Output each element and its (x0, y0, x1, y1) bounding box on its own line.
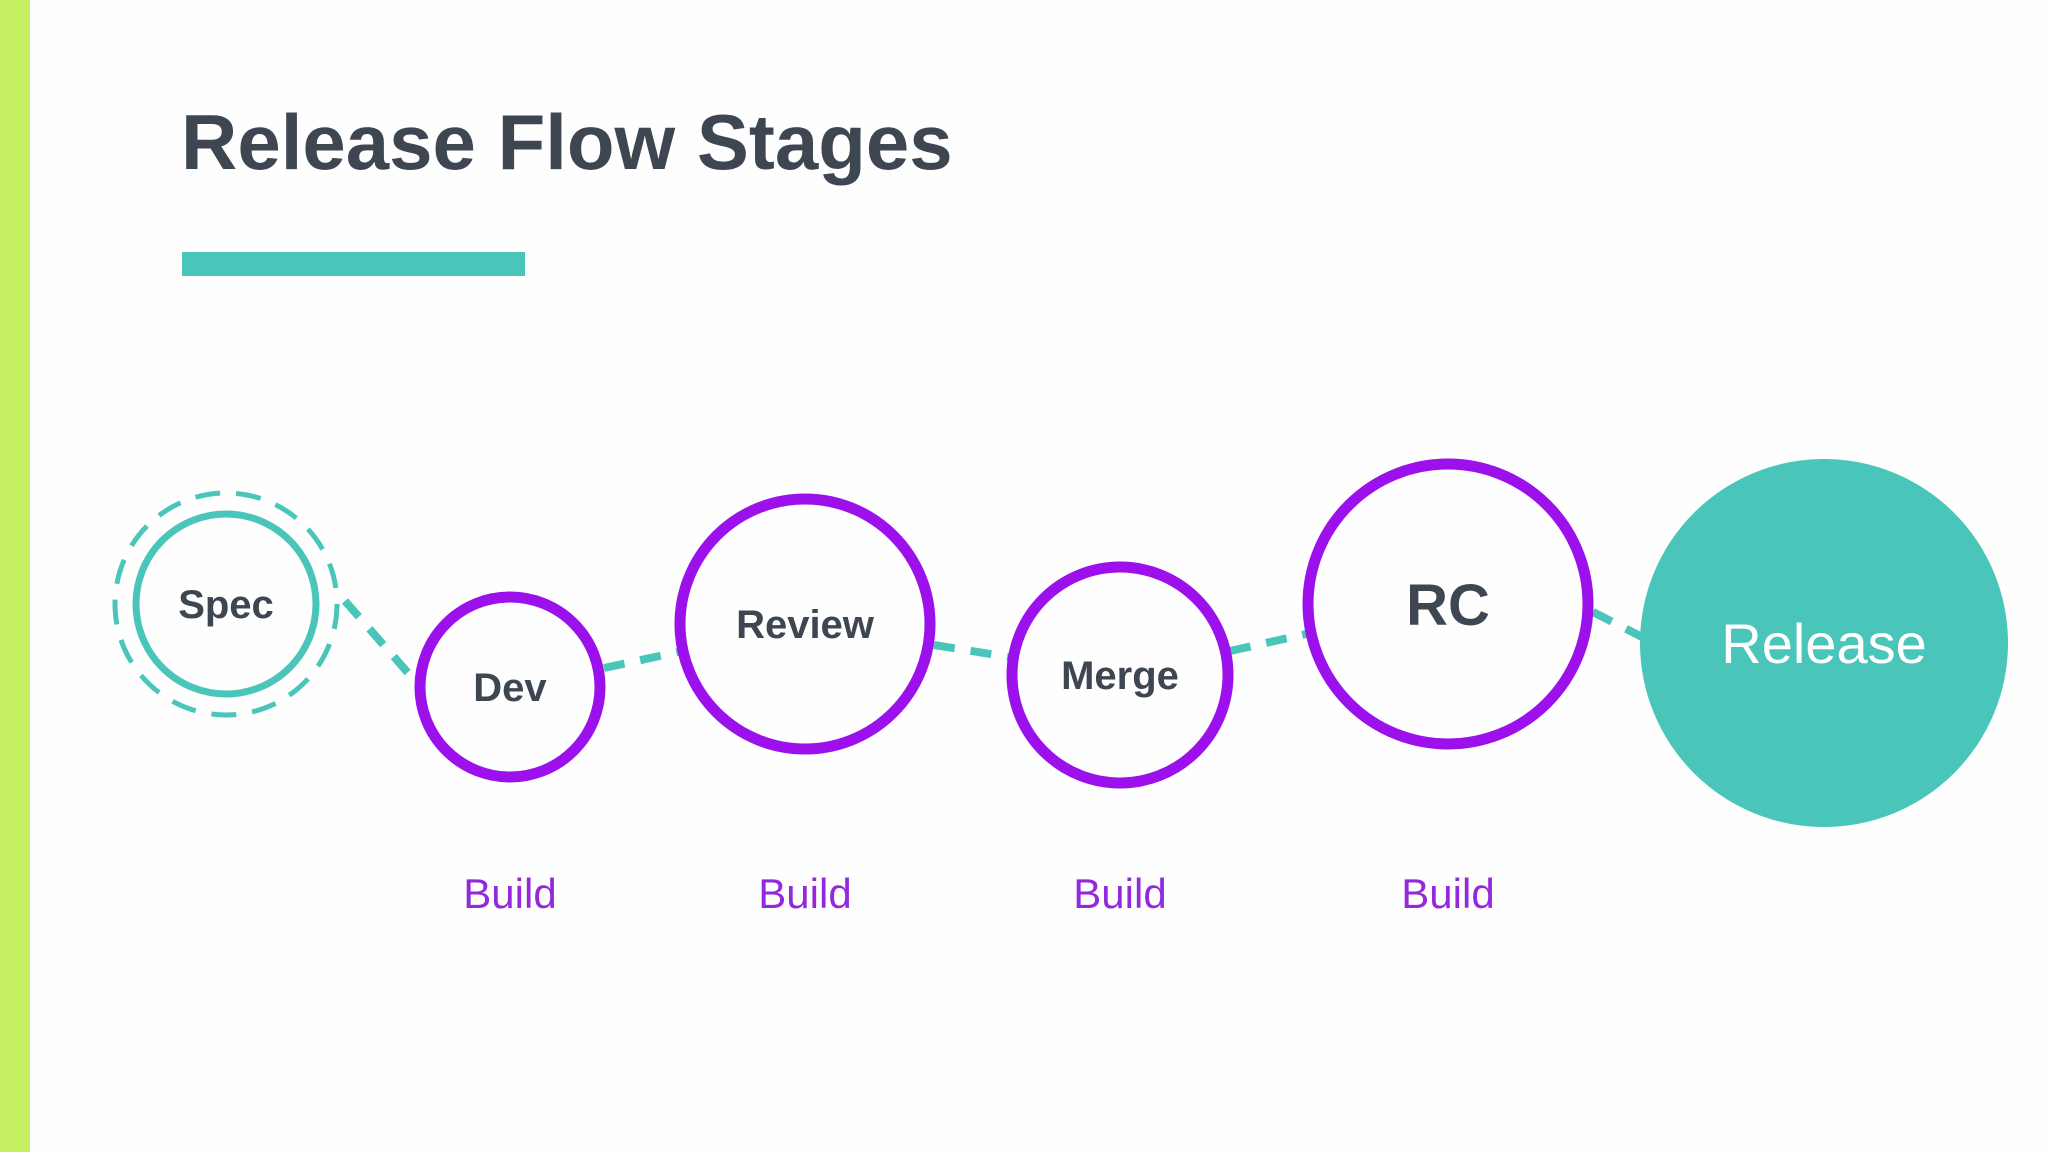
review-circle (674, 493, 936, 755)
stage-merge: Merge (1006, 561, 1234, 789)
merge-label: Merge (1061, 654, 1179, 698)
connector-merge-rc (1229, 630, 1307, 655)
build-label-rc: Build (1401, 870, 1494, 917)
stage-dev: Dev (414, 591, 606, 783)
release-label: Release (1721, 612, 1926, 675)
connector-review-merge (933, 641, 1010, 661)
left-accent-bar (0, 0, 30, 1152)
release-circle (1640, 459, 2008, 827)
merge-circle (1006, 561, 1234, 789)
connector-rc-release (1591, 608, 1646, 642)
spec-circle (132, 510, 320, 698)
stage-release: Release (1640, 459, 2008, 827)
rc-label: RC (1406, 573, 1490, 638)
rc-circle (1302, 458, 1594, 750)
stage-spec: Spec (112, 490, 340, 718)
title-underline-bar (182, 252, 525, 276)
review-label: Review (736, 603, 875, 647)
dev-label: Dev (473, 666, 547, 710)
build-label-review: Build (758, 870, 851, 917)
build-label-dev: Build (463, 870, 556, 917)
build-label-merge: Build (1073, 870, 1166, 917)
connector-dev-review (603, 648, 679, 672)
dev-circle (414, 591, 606, 783)
connector-spec-dev (341, 598, 420, 685)
spec-dashed-ring (112, 490, 340, 718)
stage-review: Review (674, 493, 936, 755)
spec-label: Spec (178, 583, 274, 627)
stage-rc: RC (1302, 458, 1594, 750)
page-title: Release Flow Stages (181, 98, 953, 186)
